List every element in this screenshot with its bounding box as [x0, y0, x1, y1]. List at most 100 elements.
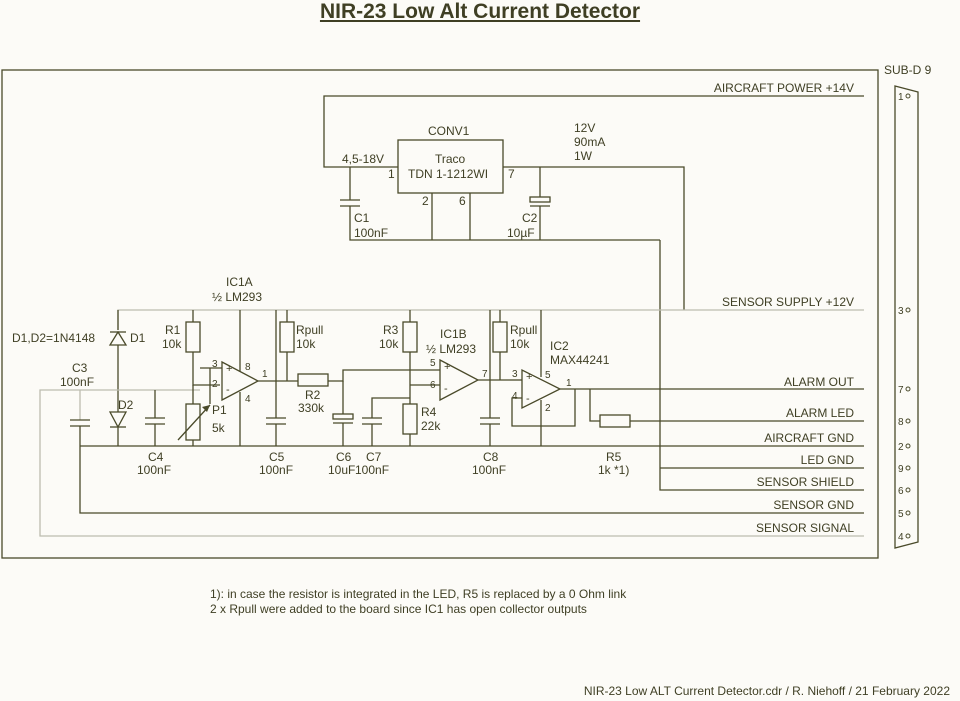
- c1-value: 100nF: [354, 226, 388, 240]
- wire-aircraft-power: [323, 95, 864, 168]
- pin-6: 6: [898, 486, 904, 497]
- ic1a-pin-out: 1: [262, 369, 268, 380]
- ic1a-pin-minus: 2: [212, 379, 218, 390]
- ic1a-part: ½ LM293: [212, 290, 262, 304]
- pin-9: 9: [898, 464, 904, 475]
- converter-input-range: 4,5-18V: [342, 152, 384, 166]
- ic2-pin-out: 1: [566, 378, 572, 389]
- r4-value: 22k: [421, 419, 441, 433]
- signal-sensor-signal: SENSOR SIGNAL: [756, 521, 854, 535]
- ic1a-ref: IC1A: [226, 275, 253, 289]
- d2-ref: D2: [118, 398, 134, 412]
- r1-ref: R1: [165, 323, 181, 337]
- svg-text:+: +: [226, 363, 232, 375]
- ic2-pin-minus: 4: [512, 391, 518, 402]
- converter-ref: CONV1: [428, 124, 470, 138]
- rpull1-value: 10k: [296, 337, 316, 351]
- converter-pin-gnd2: 6: [459, 194, 466, 208]
- pin-7: 7: [898, 385, 904, 396]
- ic2-ref: IC2: [550, 339, 569, 353]
- signal-aircraft-gnd: AIRCRAFT GND: [764, 431, 854, 445]
- diodes-spec: D1,D2=1N4148: [12, 331, 95, 345]
- rpull2-ref: Rpull: [510, 323, 537, 337]
- signal-sensor-supply: SENSOR SUPPLY +12V: [722, 295, 854, 309]
- c5-value: 100nF: [259, 463, 293, 477]
- connector-label: SUB-D 9: [884, 63, 932, 77]
- ic1a-pin-plus: 3: [212, 359, 218, 370]
- ic1b-pin-plus: 5: [430, 358, 436, 369]
- ic2-pin-plus: 3: [512, 369, 518, 380]
- signal-led-gnd: LED GND: [801, 453, 855, 467]
- ic2-pin-gnd: 2: [545, 403, 551, 414]
- ic2-pin-vcc: 5: [545, 370, 551, 381]
- ic1a-pin-vcc: 8: [245, 362, 251, 373]
- wire-sensor-supply: [117, 309, 864, 330]
- rpull2-value: 10k: [510, 337, 530, 351]
- wire-12v-out: [503, 166, 685, 310]
- wire-sensor-gnd: [79, 446, 864, 514]
- footer-caption: NIR-23 Low ALT Current Detector.cdr / R.…: [583, 684, 950, 698]
- r3-value: 10k: [379, 337, 399, 351]
- svg-text:+: +: [444, 361, 450, 373]
- svg-text:-: -: [444, 383, 448, 395]
- wire-sensor-shield: [659, 446, 864, 491]
- p1-value: 5k: [212, 421, 226, 435]
- board-outline: [1, 69, 879, 559]
- svg-text:+: +: [526, 371, 532, 383]
- r3-ref: R3: [383, 323, 399, 337]
- ic2-part: MAX44241: [550, 353, 610, 367]
- svg-text:-: -: [526, 393, 530, 405]
- page-title: NIR-23 Low Alt Current Detector: [319, 0, 641, 23]
- footnote-r5: 1): in case the resistor is integrated i…: [210, 587, 627, 601]
- converter-pin-out: 7: [508, 167, 515, 181]
- c3-value: 100nF: [60, 375, 94, 389]
- pin-2: 2: [898, 442, 904, 453]
- converter-part: TDN 1-1212WI: [408, 167, 488, 181]
- ic1b-part: ½ LM293: [426, 342, 476, 356]
- rpull1-ref: Rpull: [296, 323, 323, 337]
- pin-3: 3: [898, 306, 904, 317]
- signal-aircraft-power: AIRCRAFT POWER +14V: [714, 81, 854, 95]
- c4-ref: C4: [148, 450, 164, 464]
- signal-sensor-gnd: SENSOR GND: [773, 498, 854, 512]
- ic1b-pin-minus: 6: [430, 380, 436, 391]
- ic1a-pin-gnd: 4: [245, 394, 251, 405]
- svg-text:-: -: [226, 384, 230, 396]
- pin-4: 4: [898, 532, 904, 543]
- pin-1: 1: [898, 92, 904, 103]
- c2-ref: C2: [522, 211, 538, 225]
- r4-ref: R4: [421, 405, 437, 419]
- r2-value: 330k: [298, 401, 325, 415]
- converter-output-voltage: 12V: [574, 121, 595, 135]
- d1-ref: D1: [130, 331, 146, 345]
- ic2-opamp: [521, 368, 562, 410]
- c6-ref: C6: [336, 450, 352, 464]
- converter-output-current: 90mA: [574, 135, 605, 149]
- wire-sensor-signal: [39, 389, 864, 537]
- converter-pin-gnd1: 2: [422, 194, 429, 208]
- c6-value: 10uF: [328, 463, 355, 477]
- converter-output-power: 1W: [574, 149, 593, 163]
- ic1b-ref: IC1B: [440, 327, 467, 341]
- c7-ref: C7: [366, 450, 382, 464]
- c8-value: 100nF: [472, 463, 506, 477]
- signal-alarm-led: ALARM LED: [786, 406, 854, 420]
- r5-ref: R5: [606, 450, 622, 464]
- connector-body: [894, 85, 919, 549]
- converter-pin-in: 1: [388, 167, 395, 181]
- footnote-rpull: 2 x Rpull were added to the board since …: [210, 602, 587, 616]
- converter-brand: Traco: [435, 152, 466, 166]
- c1-ref: C1: [354, 211, 370, 225]
- c7-value: 100nF: [355, 463, 389, 477]
- r5-value: 1k *1): [598, 463, 629, 477]
- p1-ref: P1: [212, 403, 227, 417]
- c5-ref: C5: [269, 450, 285, 464]
- signal-alarm-out: ALARM OUT: [784, 375, 855, 389]
- c2-value: 10µF: [507, 226, 535, 240]
- ic1b-opamp: [439, 358, 480, 402]
- c4-value: 100nF: [137, 463, 171, 477]
- r1-value: 10k: [162, 337, 182, 351]
- c8-ref: C8: [483, 450, 499, 464]
- pin-5: 5: [898, 509, 904, 520]
